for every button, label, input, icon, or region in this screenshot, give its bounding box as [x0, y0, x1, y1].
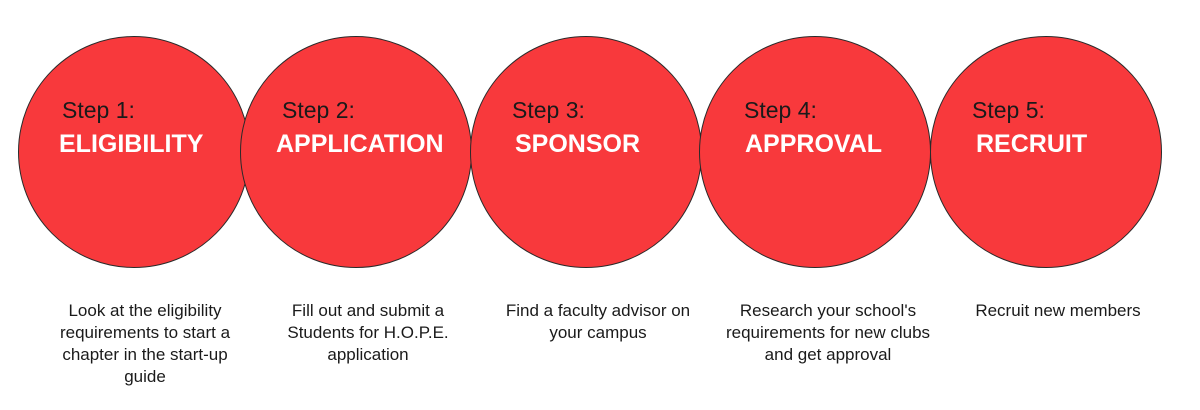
- step-5-title: RECRUIT: [976, 130, 1088, 158]
- step-1-title: ELIGIBILITY: [59, 130, 204, 158]
- step-1-label: Step 1:: [62, 97, 135, 123]
- step-3-title: SPONSOR: [515, 130, 641, 158]
- step-2-description: Fill out and submit a Students for H.O.P…: [287, 301, 449, 364]
- step-2-label: Step 2:: [282, 97, 355, 123]
- step-3-description: Find a faculty advisor on your campus: [505, 301, 691, 342]
- step-2-circle: [240, 36, 472, 268]
- step-5-label: Step 5:: [972, 97, 1045, 123]
- step-3-circle: [470, 36, 702, 268]
- step-3-label: Step 3:: [512, 97, 585, 123]
- step-4-title: APPROVAL: [745, 130, 883, 158]
- step-2-title: APPLICATION: [276, 130, 444, 158]
- step-4-label: Step 4:: [744, 97, 817, 123]
- step-1-circle: [18, 36, 250, 268]
- step-4-circle: [699, 36, 931, 268]
- step-4-description: Research your school's requirements for …: [725, 301, 931, 364]
- step-1-description: Look at the eligibility requirements to …: [59, 301, 231, 386]
- step-5-description: Recruit new members: [975, 301, 1141, 320]
- step-5-circle: [930, 36, 1162, 268]
